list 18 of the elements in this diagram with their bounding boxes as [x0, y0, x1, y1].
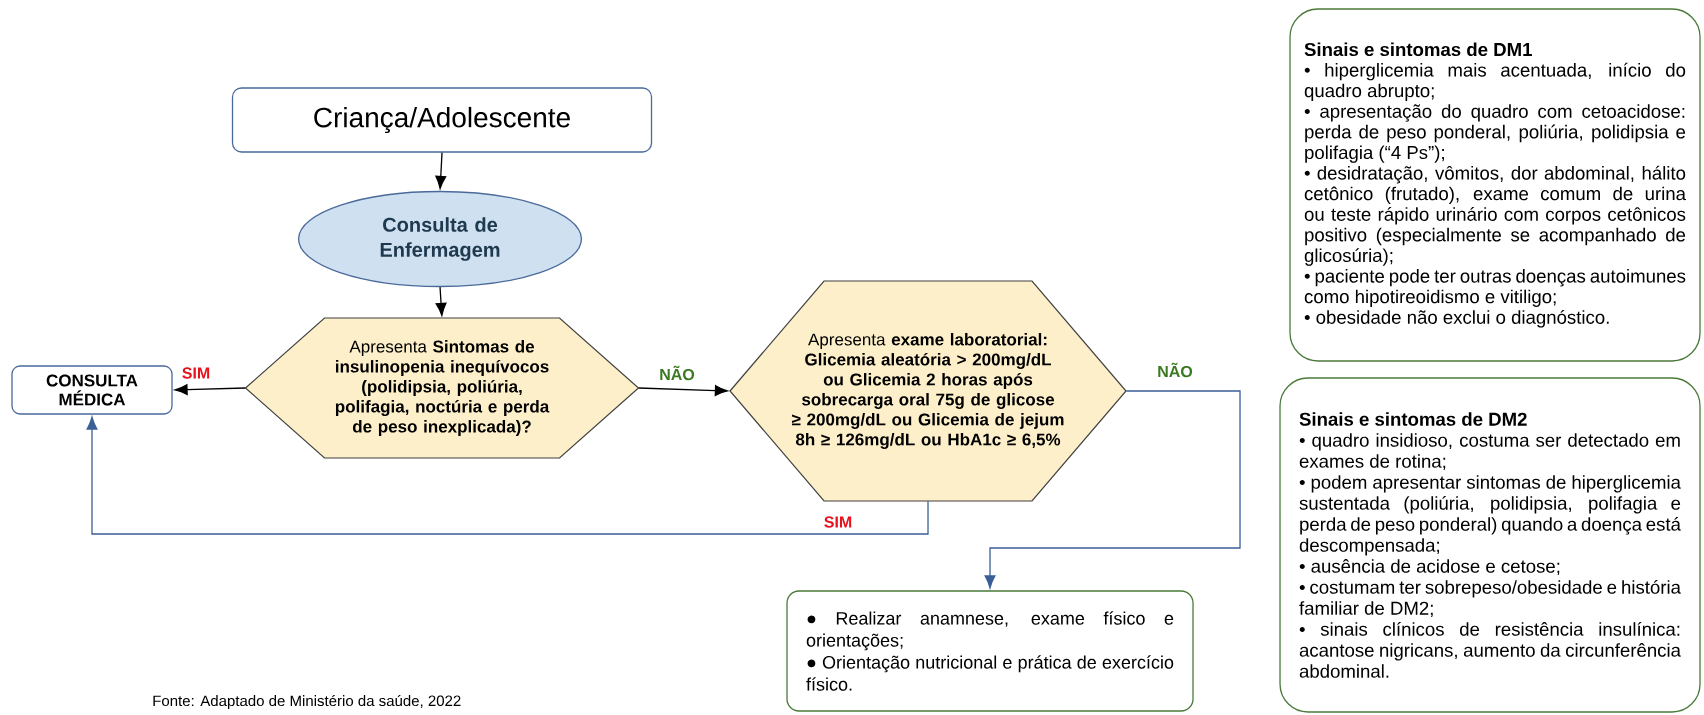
info-box: Sinais e sintomas de DM1 • hiperglicemia mais acentuada, início do quadro abrupto; • apresentação do quadro com cetoacidose: perda de peso ponderal, poliúria, polidipsia e polifagia (“4 Ps”); • desidratação, vômitos, dor abdominal, hálito cetônico (frutado), exame comum de urina ou teste rápido urinário com corpos cetônicos positivo (especialmente se acompanhado de glicosúria); • paciente pode ter outras doenças autoimunes como hipotireoidismo e vitiligo; • obesidade não exclui o diagnóstico. [1289, 8, 1701, 362]
edge-label: NÃO [658, 364, 696, 382]
source-note: Fonte: Adaptado de Ministério da saúde, 2022 [153, 694, 461, 710]
arrow [638, 385, 728, 396]
edge-label: SIM [180, 366, 212, 380]
edge-label: SIM [822, 515, 854, 529]
action-box: ● Realizar anamnese, exame físico e orientações; ● Orientação nutricional e prática de exercício físico. [786, 590, 1194, 712]
decision-hexagon: Apresenta Sintomas de insulinopenia inequívocos (polidipsia, poliúria, polifagia, noctúria e perda de peso inexplicada)? [244, 317, 640, 459]
start-box: Criança/Adolescente [231, 87, 653, 153]
arrow [435, 286, 447, 316]
arrow [86, 416, 929, 535]
arrow [174, 384, 246, 396]
decision-hexagon: Apresenta exame laboratorial: Glicemia aleatória > 200mg/dL ou Glicemia 2 horas após sobrecarga oral 75g de glicose ≥ 200mg/dL ou Glicemia de jejum 8h ≥ 126mg/dL ou HbA1c ≥ 6,5% [729, 280, 1127, 502]
arrow [435, 152, 447, 189]
info-box: Sinais e sintomas de DM2 • quadro insidioso, costuma ser detectado em exames de rotina; • podem apresentar sintomas de hiperglicemia sustentada (poliúria, polidipsia, polifagia e perda de peso ponderal) quando a doença está descompensada; • ausência de acidose e cetose; • costumam ter sobrepeso/obesidade e história familiar de DM2; • sinais clínicos de resistência insulínica: acantose nigricans, aumento da circunferência abdominal. [1279, 377, 1701, 713]
terminal-box: CONSULTA MÉDICA [11, 365, 173, 415]
edge-label: NÃO [1156, 361, 1194, 379]
arrow [984, 390, 1241, 589]
